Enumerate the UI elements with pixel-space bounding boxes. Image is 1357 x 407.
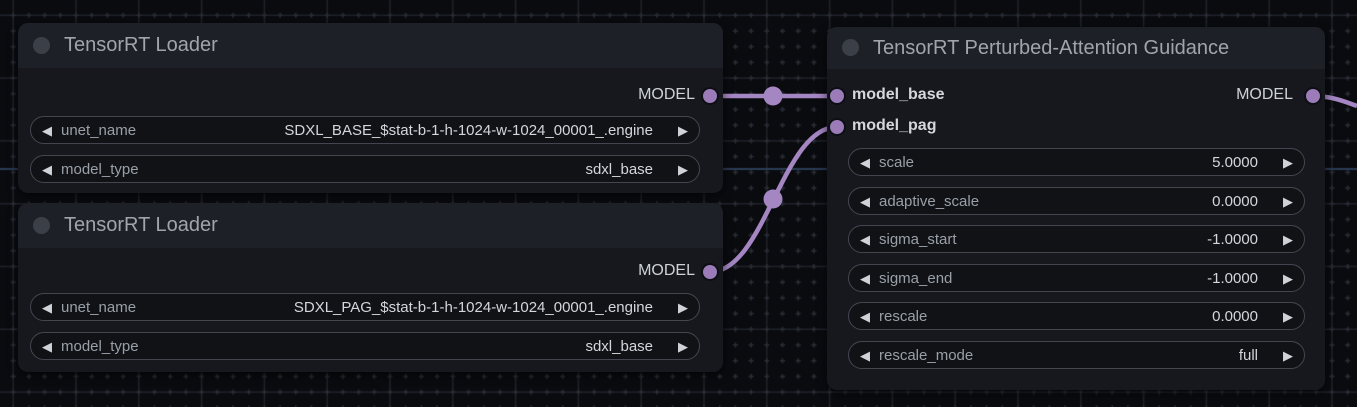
widget-value: 0.0000 (1212, 192, 1258, 210)
widget-label: scale (879, 153, 915, 171)
collapse-dot-icon[interactable] (33, 217, 50, 234)
widget-sigma-start[interactable]: ◀ sigma_start -1.0000 ▶ (848, 225, 1305, 253)
increment-arrow-icon[interactable]: ▶ (1283, 308, 1293, 324)
input-slot-dot-model-pag[interactable] (830, 120, 844, 134)
widget-sigma-end[interactable]: ◀ sigma_end -1.0000 ▶ (848, 264, 1305, 292)
link-midpoint-dot[interactable] (763, 86, 783, 106)
widget-scale[interactable]: ◀ scale 5.0000 ▶ (848, 148, 1305, 176)
widget-model-type[interactable]: ◀ model_type sdxl_base ▶ (30, 155, 700, 183)
increment-arrow-icon[interactable]: ▶ (678, 338, 688, 354)
decrement-arrow-icon[interactable]: ◀ (860, 154, 870, 170)
decrement-arrow-icon[interactable]: ◀ (860, 308, 870, 324)
widget-value: 0.0000 (1212, 307, 1258, 325)
increment-arrow-icon[interactable]: ▶ (1283, 347, 1293, 363)
node-title: TensorRT Loader (64, 34, 218, 56)
decrement-arrow-icon[interactable]: ◀ (860, 347, 870, 363)
input-slot-dot-model-base[interactable] (830, 89, 844, 103)
node-titlebar[interactable] (18, 23, 723, 68)
output-slot-label: MODEL (638, 262, 695, 279)
node-titlebar[interactable] (827, 27, 1325, 69)
decrement-arrow-icon[interactable]: ◀ (860, 231, 870, 247)
widget-label: unet_name (61, 121, 137, 139)
widget-rescale-mode[interactable]: ◀ rescale_mode full ▶ (848, 341, 1305, 369)
widget-value: sdxl_base (585, 337, 653, 355)
widget-rescale[interactable]: ◀ rescale 0.0000 ▶ (848, 302, 1305, 330)
widget-unet-name[interactable]: ◀ unet_name SDXL_BASE_$stat-b-1-h-1024-w… (30, 116, 700, 144)
decrement-arrow-icon[interactable]: ◀ (42, 338, 52, 354)
widget-value: 5.0000 (1212, 153, 1258, 171)
input-slot-label: model_base (852, 86, 945, 103)
node-tensorrt-loader-2[interactable]: TensorRT Loader MODEL ◀ unet_name SDXL_P… (18, 203, 723, 372)
output-slot-dot[interactable] (1306, 89, 1320, 103)
node-tensorrt-pag[interactable]: TensorRT Perturbed-Attention Guidance mo… (827, 27, 1325, 390)
widget-value: SDXL_BASE_$stat-b-1-h-1024-w-1024_00001_… (284, 121, 653, 139)
widget-label: model_type (61, 160, 139, 178)
output-slot-dot[interactable] (703, 265, 717, 279)
decrement-arrow-icon[interactable]: ◀ (42, 122, 52, 138)
collapse-dot-icon[interactable] (33, 37, 50, 54)
widget-value: SDXL_PAG_$stat-b-1-h-1024-w-1024_00001_.… (293, 298, 653, 316)
decrement-arrow-icon[interactable]: ◀ (860, 270, 870, 286)
widget-unet-name[interactable]: ◀ unet_name SDXL_PAG_$stat-b-1-h-1024-w-… (30, 293, 700, 321)
node-titlebar[interactable] (18, 203, 723, 248)
widget-label: adaptive_scale (879, 192, 980, 210)
decrement-arrow-icon[interactable]: ◀ (42, 299, 52, 315)
widget-label: sigma_start (879, 230, 957, 248)
output-slot-dot[interactable] (703, 89, 717, 103)
input-slot-label: model_pag (852, 117, 937, 134)
widget-adaptive-scale[interactable]: ◀ adaptive_scale 0.0000 ▶ (848, 187, 1305, 215)
widget-label: rescale (879, 307, 928, 325)
increment-arrow-icon[interactable]: ▶ (1283, 154, 1293, 170)
widget-label: sigma_end (879, 269, 953, 287)
node-title: TensorRT Loader (64, 214, 218, 236)
widget-value: -1.0000 (1207, 230, 1258, 248)
link-midpoint-dot[interactable] (763, 189, 783, 209)
widget-value: -1.0000 (1207, 269, 1258, 287)
widget-label: model_type (61, 337, 139, 355)
increment-arrow-icon[interactable]: ▶ (678, 299, 688, 315)
widget-model-type[interactable]: ◀ model_type sdxl_base ▶ (30, 332, 700, 360)
collapse-dot-icon[interactable] (842, 39, 859, 56)
decrement-arrow-icon[interactable]: ◀ (42, 161, 52, 177)
increment-arrow-icon[interactable]: ▶ (1283, 270, 1293, 286)
node-title: TensorRT Perturbed-Attention Guidance (873, 37, 1230, 59)
increment-arrow-icon[interactable]: ▶ (678, 122, 688, 138)
output-slot-label: MODEL (638, 86, 695, 103)
widget-label: rescale_mode (879, 346, 974, 364)
widget-value: sdxl_base (585, 160, 653, 178)
increment-arrow-icon[interactable]: ▶ (678, 161, 688, 177)
node-tensorrt-loader-1[interactable]: TensorRT Loader MODEL ◀ unet_name SDXL_B… (18, 23, 723, 193)
widget-value: full (1238, 346, 1258, 364)
increment-arrow-icon[interactable]: ▶ (1283, 193, 1293, 209)
widget-label: unet_name (61, 298, 137, 316)
increment-arrow-icon[interactable]: ▶ (1283, 231, 1293, 247)
output-slot-label: MODEL (1236, 86, 1293, 103)
decrement-arrow-icon[interactable]: ◀ (860, 193, 870, 209)
